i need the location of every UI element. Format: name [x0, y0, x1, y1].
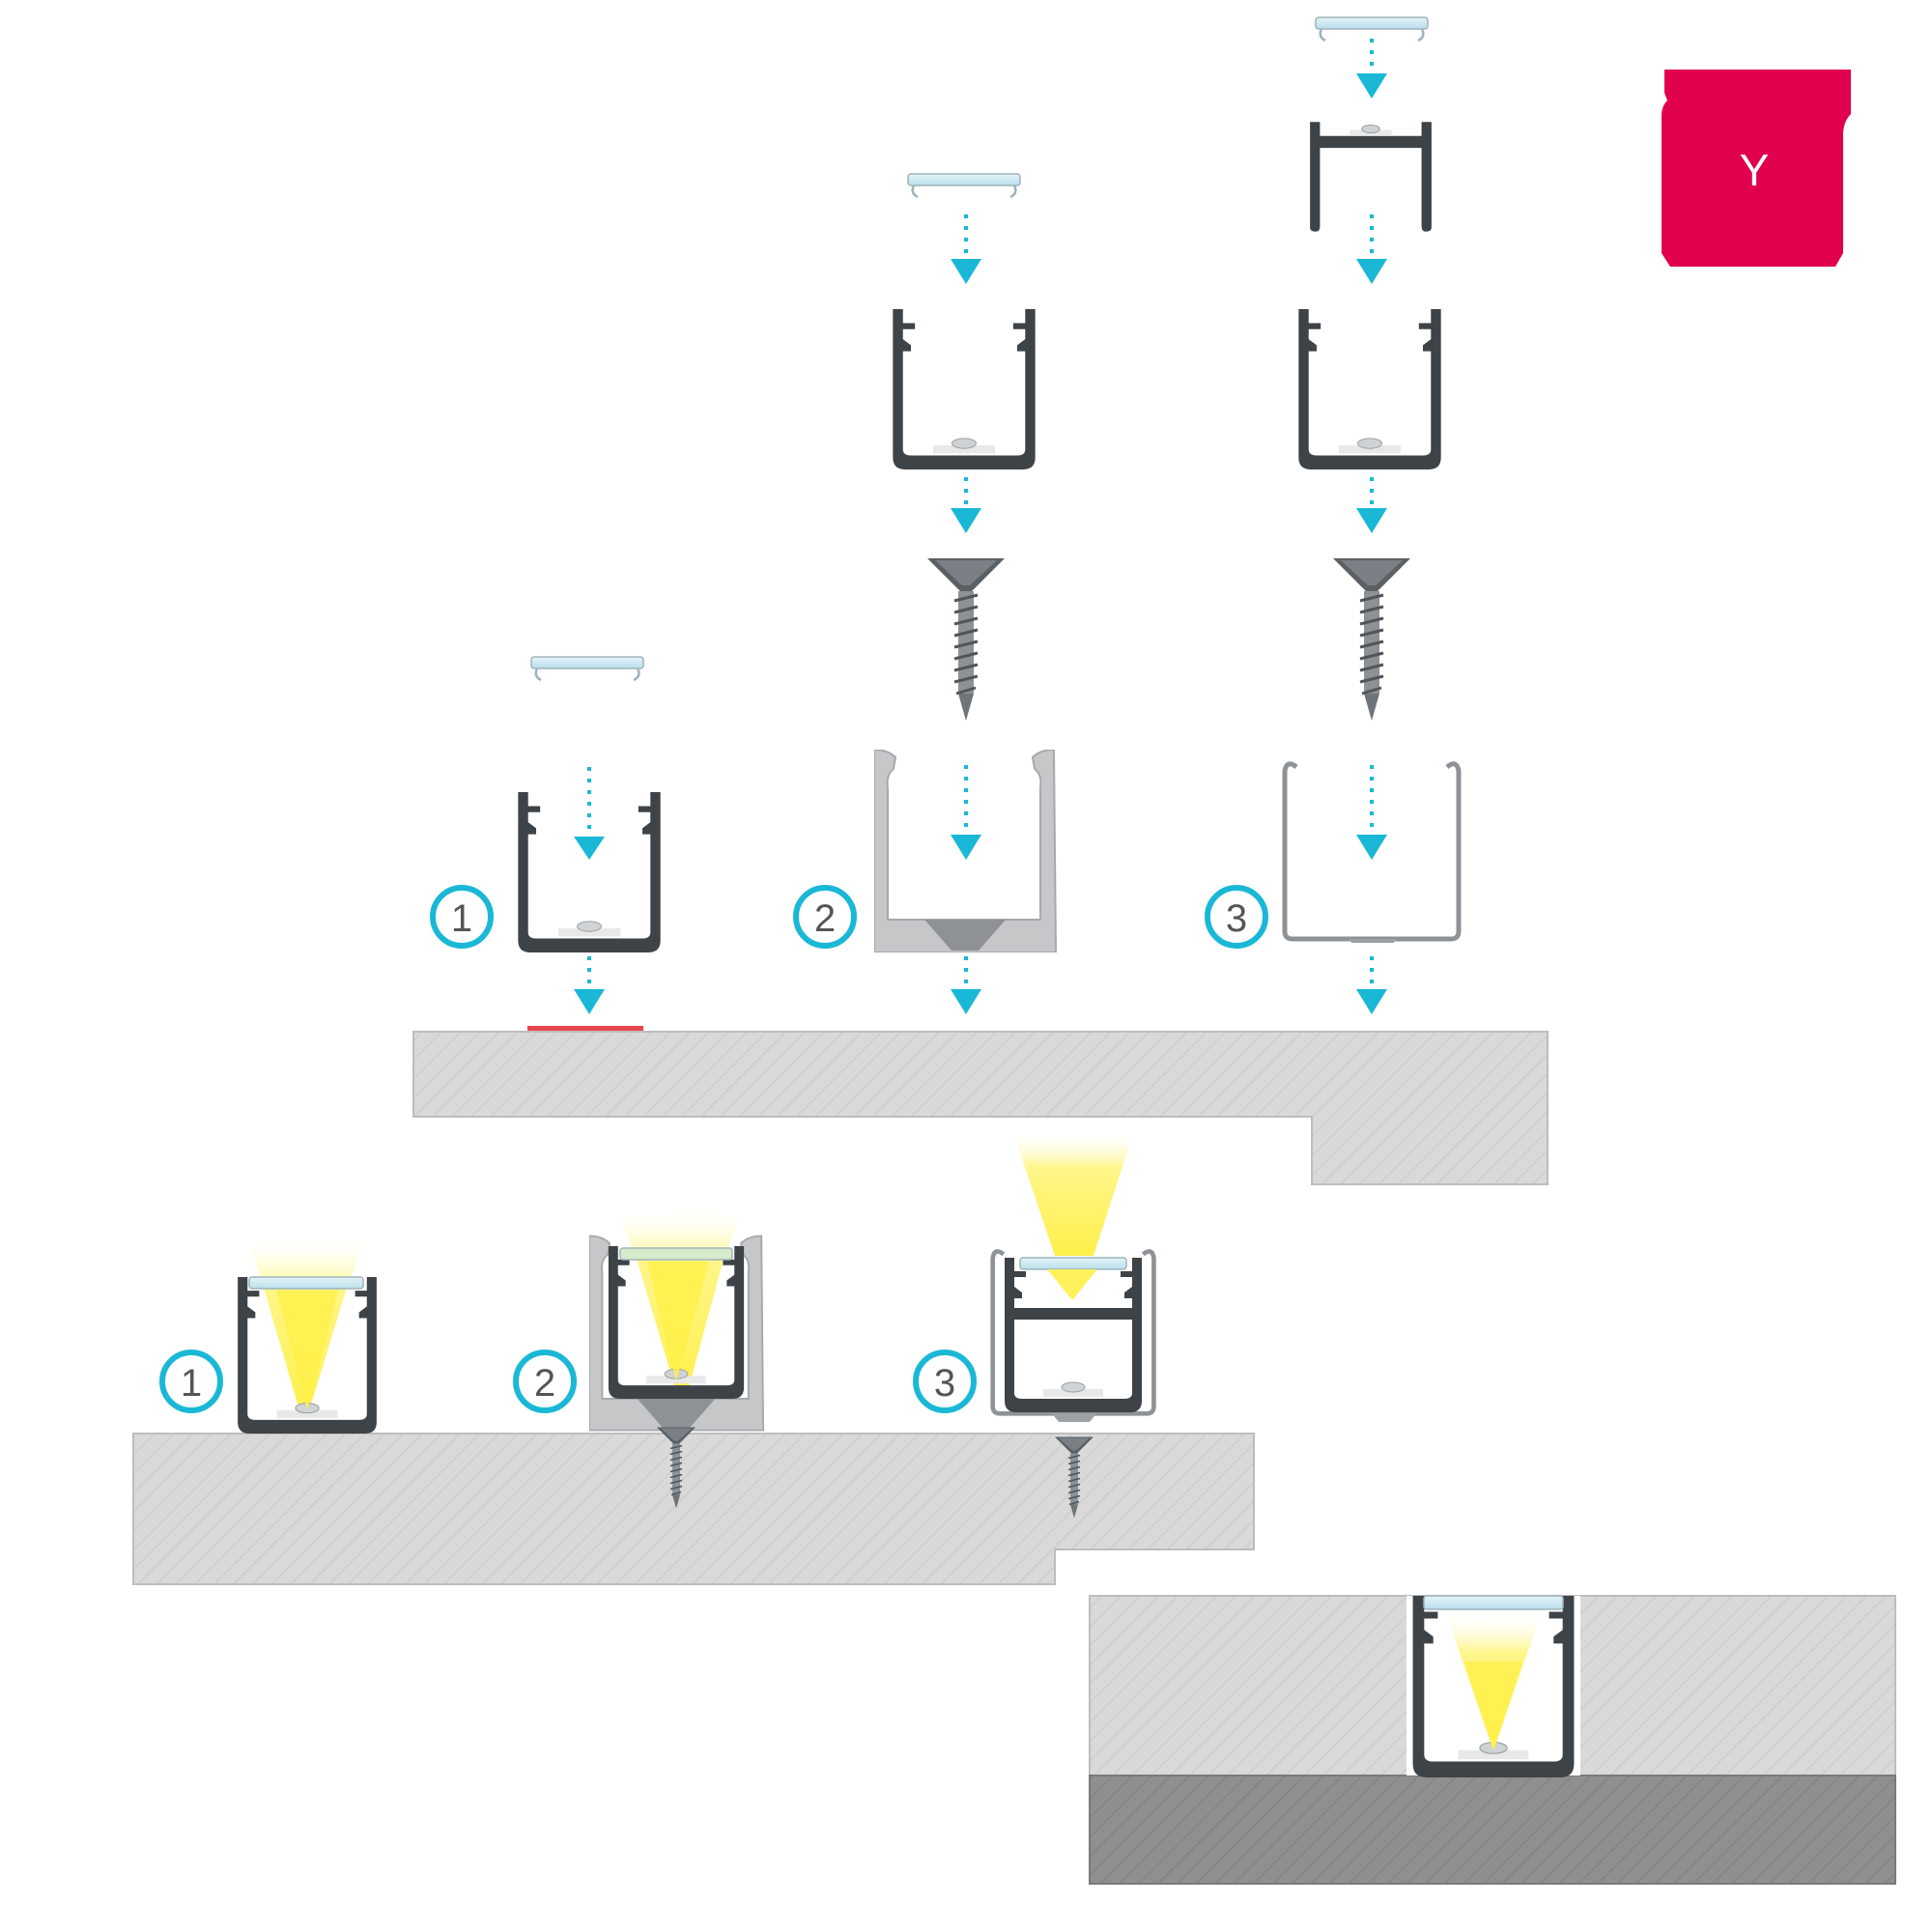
installed-number: 2	[534, 1362, 555, 1405]
diffuser-cover	[1019, 1257, 1127, 1270]
light-beam	[1012, 1130, 1134, 1256]
led-profile	[892, 309, 1037, 469]
arrow-head-icon	[951, 835, 981, 860]
installed-marker-2: 2	[513, 1350, 577, 1413]
assembly-column-2: 2	[793, 172, 1057, 1014]
arrow-head-icon	[1356, 259, 1387, 284]
installed-surface	[132, 1433, 1255, 1585]
screw-icon	[1333, 558, 1410, 723]
installed-marker-3: 3	[913, 1350, 977, 1413]
badge-letter: Y	[1740, 145, 1770, 195]
assembly-column-3: 3	[1205, 15, 1459, 1014]
diffuser-cover	[248, 1276, 364, 1290]
arrow-head-icon	[951, 508, 981, 533]
step-marker-2: 2	[793, 885, 857, 949]
step-marker-1: 1	[430, 885, 494, 949]
arrow-head-icon	[951, 259, 981, 284]
arrow-head-icon	[951, 989, 981, 1014]
diffuser-cover	[906, 172, 1022, 199]
installed-number: 3	[934, 1362, 955, 1405]
screw-icon	[927, 558, 1005, 723]
profile-insert	[1012, 1308, 1132, 1320]
brand-badge: Y	[1662, 70, 1851, 267]
step-number: 2	[814, 897, 836, 940]
mounting-surface	[412, 1031, 1548, 1185]
base-layer	[1089, 1775, 1896, 1885]
arrow-head-icon	[1356, 508, 1387, 533]
installed-marker-1: 1	[159, 1350, 223, 1413]
led-profile	[1297, 309, 1442, 469]
assembly-column-1: 1	[430, 655, 662, 1032]
diffuser-cover	[1314, 15, 1430, 43]
arrow-head-icon	[1356, 835, 1387, 860]
step-number: 3	[1226, 897, 1247, 940]
step-number: 1	[451, 897, 472, 940]
installed-number: 1	[181, 1362, 202, 1405]
diffuser-cover	[1423, 1595, 1564, 1610]
arrow-head-icon	[1356, 73, 1387, 99]
arrow-head-icon	[1356, 989, 1387, 1014]
diffuser-cover	[529, 655, 645, 682]
arrow-head-icon	[574, 837, 605, 860]
installed-profile-3: 3	[913, 1130, 1153, 1520]
step-marker-3: 3	[1205, 885, 1268, 949]
adhesive-tape	[527, 1026, 643, 1032]
installed-profile-2: 2	[513, 1206, 765, 1510]
recessed-installation	[1089, 1595, 1896, 1885]
installed-profile-1: 1	[159, 1236, 378, 1434]
arrow-head-icon	[574, 989, 605, 1014]
diffuser-cover	[619, 1247, 733, 1261]
